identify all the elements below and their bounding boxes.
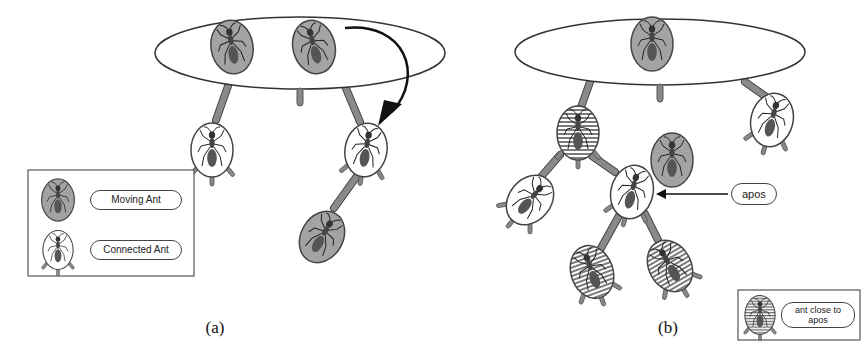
legend-sample	[41, 231, 75, 276]
panel-caption: (a)	[206, 318, 225, 338]
moving-ant	[207, 17, 258, 77]
moving-ant	[631, 17, 673, 71]
close-ant	[555, 106, 602, 169]
connected-ant	[337, 119, 394, 189]
stub	[297, 88, 303, 106]
connected-ant	[740, 88, 801, 161]
legend-frame	[738, 290, 860, 340]
connected-ant	[489, 164, 565, 242]
moving-ant	[651, 133, 693, 187]
legend-label: ant close to apos	[781, 302, 855, 329]
panel-b-links	[540, 82, 765, 250]
callout-box: apos	[731, 183, 777, 205]
legend-label: Moving Ant	[90, 190, 182, 210]
legend-sample	[743, 296, 777, 341]
callout-text: apos	[742, 188, 766, 200]
close-ant	[636, 231, 708, 309]
close-ant	[561, 239, 627, 314]
moving-ant	[287, 15, 342, 78]
arrow-head	[378, 100, 402, 126]
move-arrow	[345, 28, 408, 112]
legend-frame	[28, 170, 194, 276]
leader-line	[664, 193, 728, 194]
panel-a-links	[216, 86, 360, 208]
legend-sample	[42, 179, 75, 221]
connected-ant	[189, 123, 236, 186]
moving-ant	[290, 203, 353, 271]
stub	[657, 84, 663, 102]
arrow-head	[656, 189, 666, 199]
panel-caption: (b)	[658, 318, 678, 338]
legend-label: Connected Ant	[90, 240, 182, 260]
